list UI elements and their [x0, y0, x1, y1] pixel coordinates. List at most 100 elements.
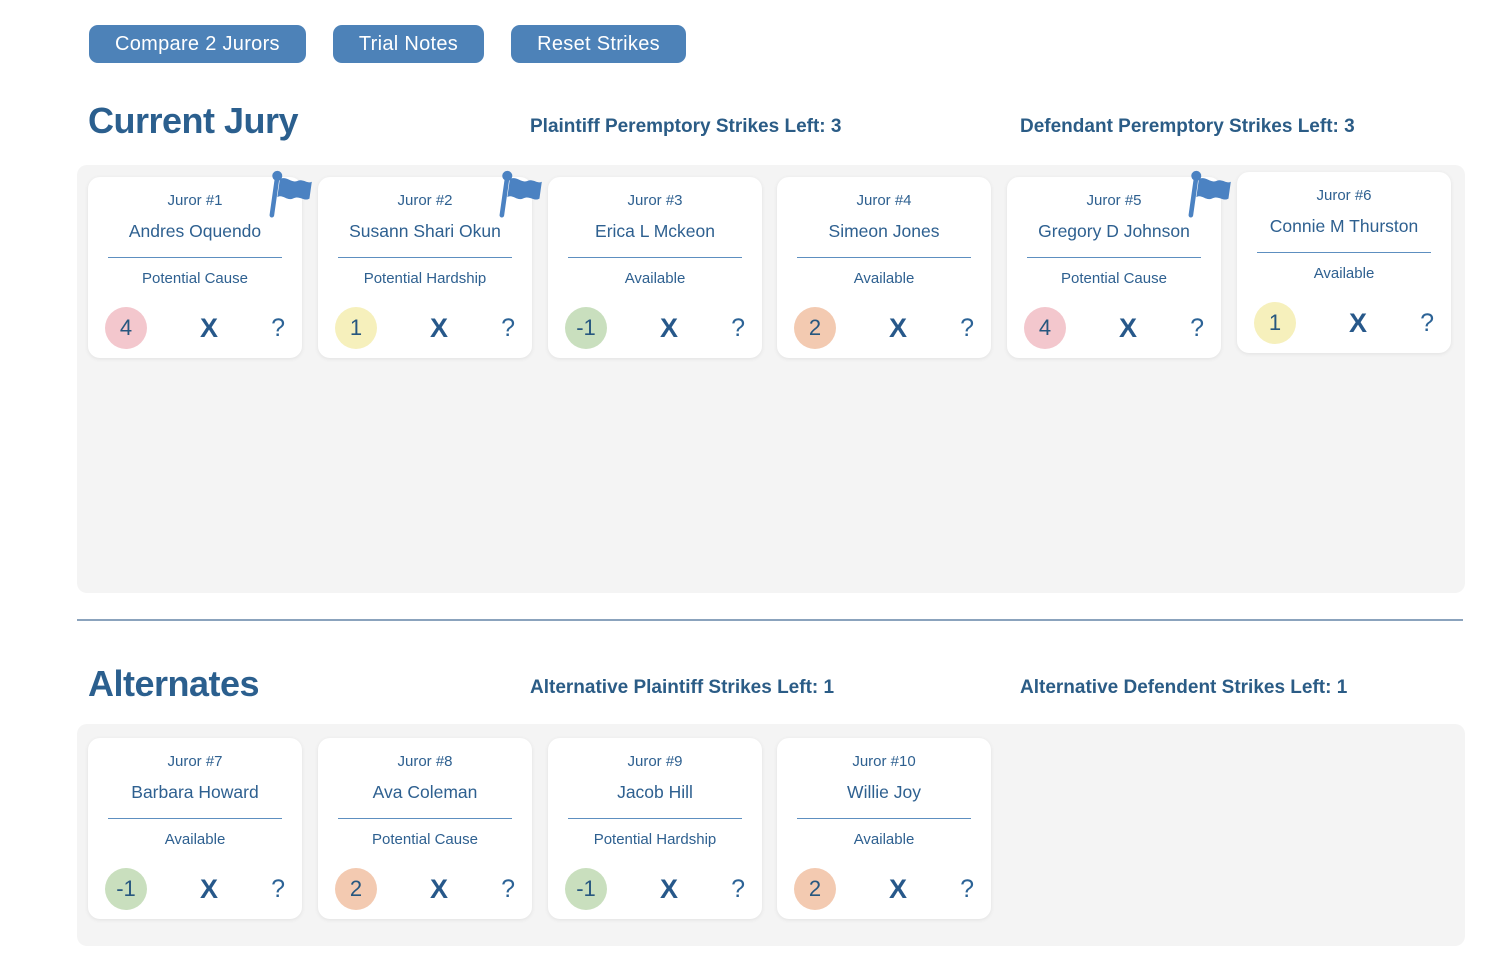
juror-card[interactable]: Juror #5 Gregory D Johnson Potential Cau… — [1007, 170, 1231, 358]
card-divider — [568, 257, 742, 258]
flag-icon[interactable] — [1185, 168, 1232, 226]
compare-jurors-button[interactable]: Compare 2 Jurors — [89, 25, 306, 63]
question-button[interactable]: ? — [731, 874, 745, 903]
strike-button[interactable]: X — [1349, 307, 1368, 338]
juror-status: Available — [1313, 265, 1375, 282]
plaintiff-strikes-counter: Plaintiff Peremptory Strikes Left: 3 — [530, 116, 842, 137]
alternates-panel: Juror #7 Barbara Howard Available -1 X ?… — [77, 724, 1465, 946]
score-badge: 4 — [1024, 307, 1066, 349]
juror-id: Juror #4 — [856, 192, 912, 209]
juror-status: Potential Cause — [142, 270, 248, 287]
score-badge: -1 — [105, 868, 147, 910]
defendant-strikes-counter: Defendant Peremptory Strikes Left: 3 — [1020, 116, 1355, 137]
trial-notes-button[interactable]: Trial Notes — [332, 25, 485, 63]
juror-status: Potential Cause — [1061, 270, 1167, 287]
question-button[interactable]: ? — [1420, 308, 1434, 337]
question-button[interactable]: ? — [271, 874, 285, 903]
card-actions: 1 X ? — [318, 307, 532, 349]
question-button[interactable]: ? — [501, 874, 515, 903]
current-jury-title: Current Jury — [88, 100, 299, 141]
strike-button[interactable]: X — [1119, 312, 1138, 343]
juror-id: Juror #7 — [167, 753, 223, 770]
juror-id: Juror #1 — [167, 192, 223, 209]
card-actions: 4 X ? — [1007, 307, 1221, 349]
card-divider — [1027, 257, 1201, 258]
juror-id: Juror #10 — [852, 753, 916, 770]
card-divider — [568, 818, 742, 819]
juror-card[interactable]: Juror #4 Simeon Jones Available 2 X ? — [777, 177, 991, 358]
card-divider — [338, 818, 512, 819]
card-divider — [797, 257, 971, 258]
card-divider — [108, 818, 282, 819]
question-button[interactable]: ? — [271, 313, 285, 342]
juror-card[interactable]: Juror #2 Susann Shari Okun Potential Har… — [318, 170, 542, 358]
flag-icon[interactable] — [496, 168, 543, 226]
juror-card[interactable]: Juror #3 Erica L Mckeon Available -1 X ? — [548, 177, 762, 358]
juror-id: Juror #6 — [1316, 187, 1372, 204]
card-divider — [797, 818, 971, 819]
card-actions: -1 X ? — [548, 868, 762, 910]
score-badge: 1 — [1254, 302, 1296, 344]
juror-name: Barbara Howard — [131, 782, 259, 802]
juror-name: Gregory D Johnson — [1038, 221, 1190, 241]
juror-status: Available — [853, 831, 915, 848]
current-jury-panel: Juror #1 Andres Oquendo Potential Cause … — [77, 165, 1465, 593]
toolbar: Compare 2 Jurors Trial Notes Reset Strik… — [89, 25, 686, 63]
juror-name: Connie M Thurston — [1269, 216, 1419, 236]
strike-button[interactable]: X — [430, 873, 449, 904]
card-actions: 2 X ? — [318, 868, 532, 910]
score-badge: -1 — [565, 868, 607, 910]
juror-card[interactable]: Juror #7 Barbara Howard Available -1 X ? — [88, 738, 302, 919]
strike-button[interactable]: X — [430, 312, 449, 343]
strike-button[interactable]: X — [660, 873, 679, 904]
juror-name: Erica L Mckeon — [595, 221, 715, 241]
juror-card[interactable]: Juror #6 Connie M Thurston Available 1 X… — [1237, 172, 1451, 353]
score-badge: 4 — [105, 307, 147, 349]
juror-status: Potential Hardship — [593, 831, 717, 848]
question-button[interactable]: ? — [960, 313, 974, 342]
card-actions: -1 X ? — [88, 868, 302, 910]
alternates-title: Alternates — [88, 663, 260, 704]
juror-status: Potential Hardship — [363, 270, 487, 287]
card-actions: 4 X ? — [88, 307, 302, 349]
strike-button[interactable]: X — [660, 312, 679, 343]
card-divider — [108, 257, 282, 258]
juror-name: Susann Shari Okun — [349, 221, 501, 241]
juror-card[interactable]: Juror #8 Ava Coleman Potential Cause 2 X… — [318, 738, 532, 919]
reset-strikes-button[interactable]: Reset Strikes — [511, 25, 686, 63]
flag-icon[interactable] — [266, 168, 313, 226]
strike-button[interactable]: X — [889, 873, 908, 904]
juror-card[interactable]: Juror #1 Andres Oquendo Potential Cause … — [88, 170, 312, 358]
card-actions: 2 X ? — [777, 868, 991, 910]
card-actions: 1 X ? — [1237, 302, 1451, 344]
score-badge: 2 — [335, 868, 377, 910]
juror-id: Juror #8 — [397, 753, 453, 770]
score-badge: 1 — [335, 307, 377, 349]
card-actions: 2 X ? — [777, 307, 991, 349]
alt-plaintiff-strikes-counter: Alternative Plaintiff Strikes Left: 1 — [530, 677, 835, 698]
question-button[interactable]: ? — [501, 313, 515, 342]
question-button[interactable]: ? — [1190, 313, 1204, 342]
juror-name: Ava Coleman — [372, 782, 478, 802]
question-button[interactable]: ? — [731, 313, 745, 342]
juror-status: Available — [624, 270, 686, 287]
juror-name: Willie Joy — [847, 782, 921, 802]
score-badge: 2 — [794, 868, 836, 910]
card-divider — [338, 257, 512, 258]
juror-status: Available — [853, 270, 915, 287]
juror-id: Juror #5 — [1086, 192, 1142, 209]
strike-button[interactable]: X — [200, 873, 219, 904]
card-divider — [1257, 252, 1431, 253]
strike-button[interactable]: X — [200, 312, 219, 343]
juror-id: Juror #9 — [627, 753, 683, 770]
card-actions: -1 X ? — [548, 307, 762, 349]
strike-button[interactable]: X — [889, 312, 908, 343]
score-badge: 2 — [794, 307, 836, 349]
juror-card[interactable]: Juror #9 Jacob Hill Potential Hardship -… — [548, 738, 762, 919]
alt-defendant-strikes-counter: Alternative Defendent Strikes Left: 1 — [1020, 677, 1348, 698]
juror-status: Potential Cause — [372, 831, 478, 848]
juror-name: Andres Oquendo — [128, 221, 262, 241]
question-button[interactable]: ? — [960, 874, 974, 903]
juror-id: Juror #3 — [627, 192, 683, 209]
juror-card[interactable]: Juror #10 Willie Joy Available 2 X ? — [777, 738, 991, 919]
